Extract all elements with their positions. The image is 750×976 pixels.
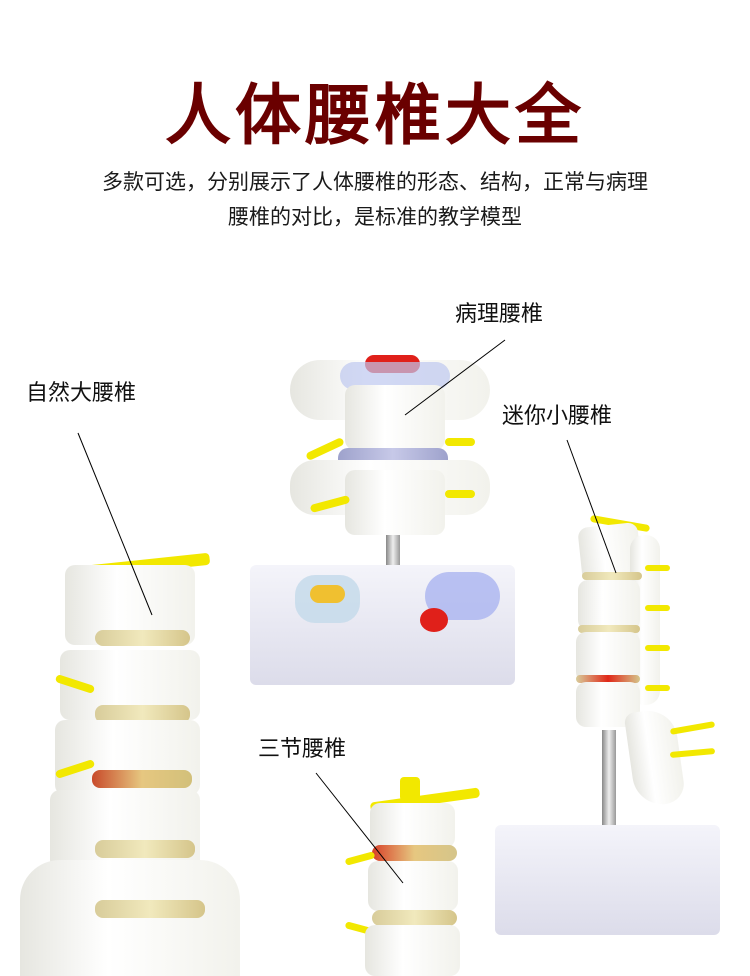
label-three-section-lumbar: 三节腰椎 bbox=[258, 737, 347, 762]
subtitle-line-2: 腰椎的对比，是标准的教学模型 bbox=[228, 205, 522, 229]
label-pathological-lumbar: 病理腰椎 bbox=[455, 302, 544, 327]
page-subtitle: 多款可选，分别展示了人体腰椎的形态、结构，正常与病理 腰椎的对比，是标准的教学模… bbox=[50, 165, 700, 235]
page-title: 人体腰椎大全 bbox=[165, 77, 585, 154]
natural-lumbar-model-image bbox=[0, 540, 240, 976]
mini-lumbar-model-image bbox=[490, 510, 750, 940]
three-section-lumbar-model-image bbox=[330, 775, 500, 976]
subtitle-line-1: 多款可选，分别展示了人体腰椎的形态、结构，正常与病理 bbox=[102, 170, 648, 194]
label-mini-lumbar: 迷你小腰椎 bbox=[502, 404, 613, 429]
pathological-lumbar-model-image bbox=[250, 340, 520, 690]
label-natural-lumbar: 自然大腰椎 bbox=[26, 381, 137, 406]
